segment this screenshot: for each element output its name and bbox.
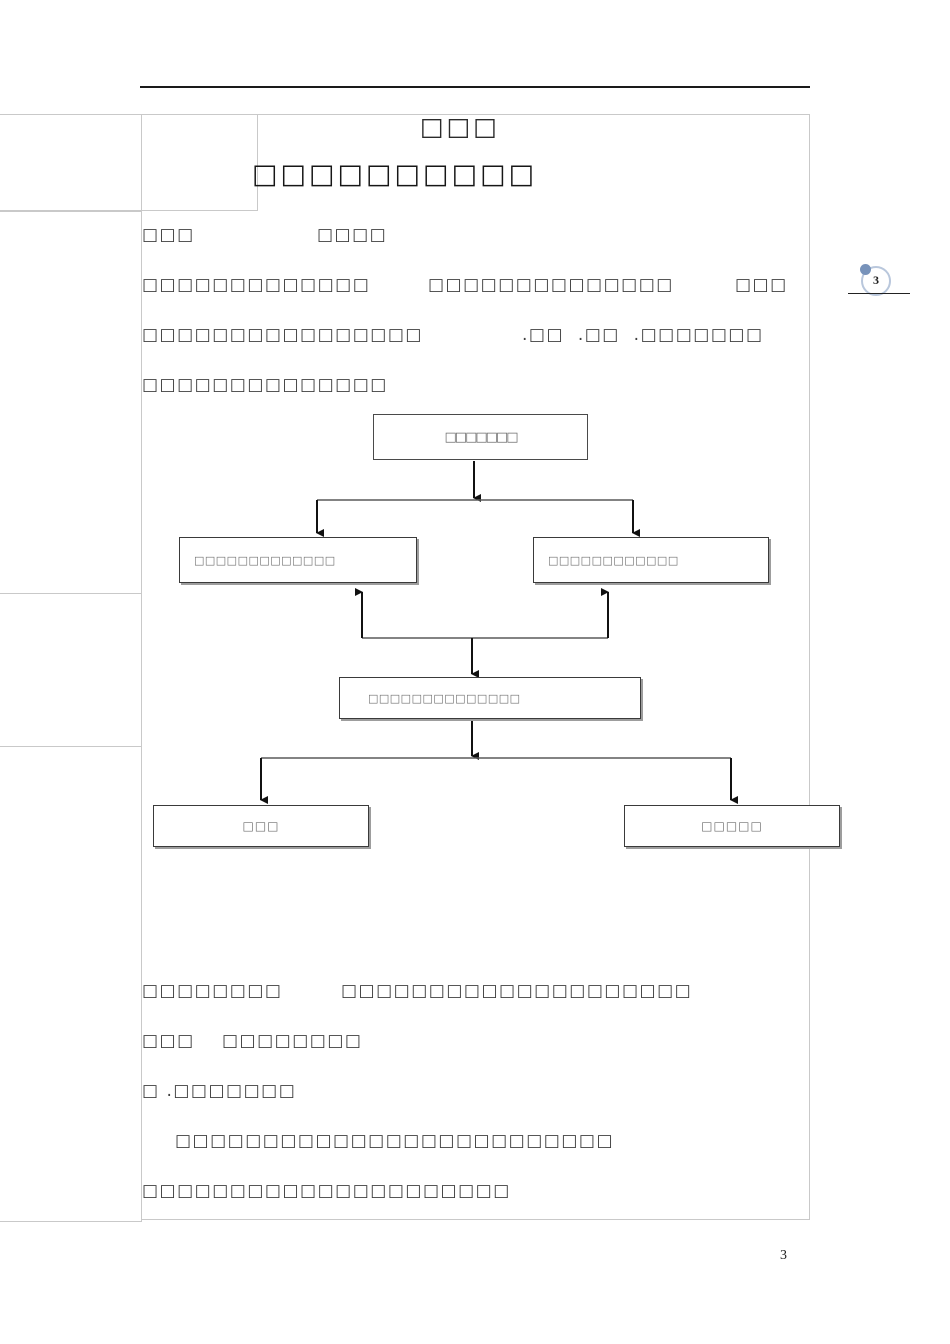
content-frame-main	[141, 114, 810, 1220]
page-subtitle: □□□□□□□□□□	[252, 159, 538, 190]
flow-node-6-label: □□□□□	[701, 819, 763, 833]
body-line-1-left: □□□	[142, 225, 195, 245]
content-frame-mid-left	[0, 211, 142, 594]
body-line-6-a: □□□	[142, 1031, 195, 1051]
body-line-5-a: □□□□□□□□	[142, 981, 283, 1001]
margin-page-badge: 3	[848, 262, 910, 306]
flow-node-3: □□□□□□□□□□□□	[533, 537, 769, 583]
body-line-3-a: □□□□□□□□□□□□□□□□	[142, 325, 423, 345]
badge-number: 3	[873, 273, 879, 287]
body-line-4: □□□□□□□□□□□□□□	[142, 375, 388, 395]
body-line-8: □□□□□□□□□□□□□□□□□□□□□□□□□	[175, 1131, 615, 1151]
flow-node-4: □□□□□□□□□□□□□□	[339, 677, 641, 719]
body-line-1-right: □□□□	[317, 225, 388, 245]
body-line-9: □□□□□□□□□□□□□□□□□□□□□	[142, 1181, 511, 1201]
body-line-5-b: □□□□□□□□□□□□□□□□□□□□	[341, 981, 693, 1001]
page-title: □□□	[420, 112, 500, 141]
content-frame-bottom-left	[0, 746, 142, 1222]
badge-underline	[848, 293, 910, 294]
flow-node-2: □□□□□□□□□□□□□	[179, 537, 417, 583]
body-line-6-b: □□□□□□□□	[222, 1031, 363, 1051]
header-separator-rule	[140, 86, 810, 88]
flow-node-1: □□□□□□□	[373, 414, 588, 460]
body-line-2-b: □□□□□□□□□□□□□□	[428, 275, 674, 295]
flow-node-5: □□□	[153, 805, 369, 847]
flow-node-4-label: □□□□□□□□□□□□□□	[368, 691, 521, 705]
flow-node-2-label: □□□□□□□□□□□□□	[194, 553, 336, 567]
footer-page-number: 3	[780, 1248, 787, 1263]
content-frame-top-left	[0, 114, 258, 211]
body-line-7: □ .□□□□□□□	[142, 1081, 297, 1101]
body-line-2-c: □□□	[735, 275, 788, 295]
body-line-3-b: .□□ .□□ .□□□□□□□	[522, 325, 764, 345]
badge-dot-icon	[860, 264, 871, 275]
flow-node-6: □□□□□	[624, 805, 840, 847]
flow-node-3-label: □□□□□□□□□□□□	[548, 553, 679, 567]
flow-node-5-label: □□□	[242, 819, 280, 833]
body-line-2-a: □□□□□□□□□□□□□	[142, 275, 371, 295]
flow-node-1-label: □□□□□□□	[444, 429, 519, 445]
